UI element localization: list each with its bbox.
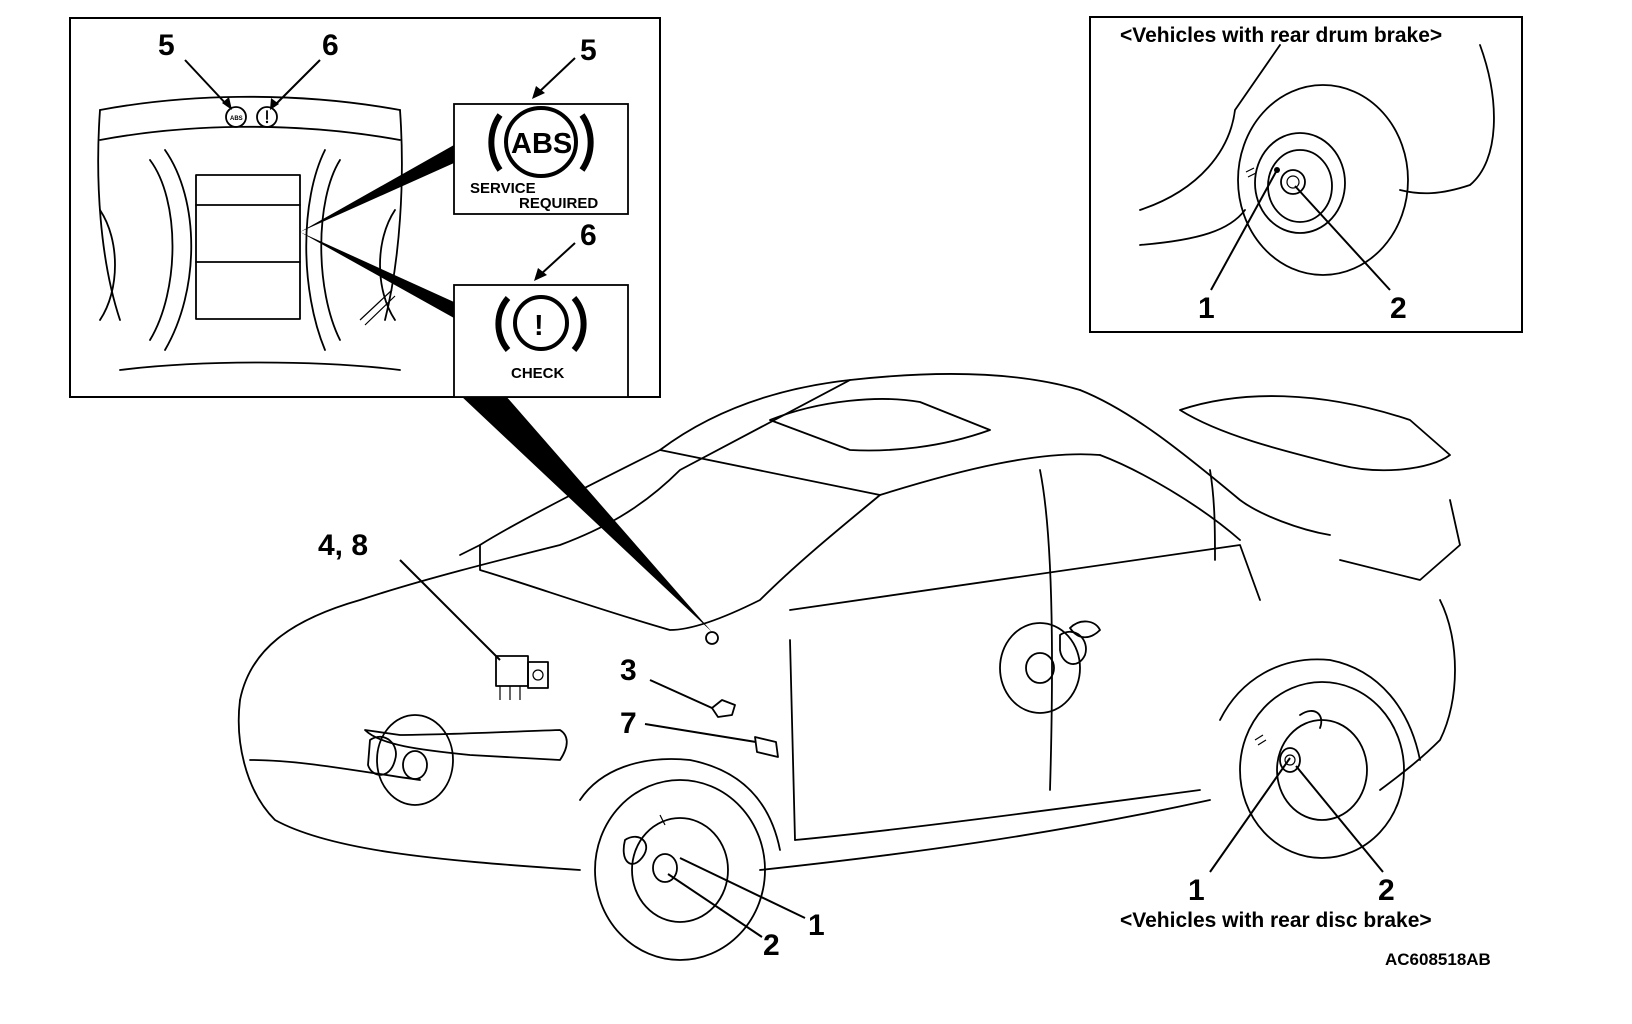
leader-lines bbox=[399, 559, 1384, 938]
rear-wheel-disc bbox=[1239, 681, 1405, 859]
front-brake-assembly bbox=[367, 714, 454, 806]
caption-disc-brake: <Vehicles with rear disc brake> bbox=[1120, 909, 1432, 932]
callout-cluster-abs: 5 bbox=[158, 29, 175, 62]
abs-symbol: ABS bbox=[511, 128, 572, 160]
brake-symbol: ! bbox=[534, 310, 544, 342]
callout-abs-lamp: 5 bbox=[580, 34, 597, 67]
callout-front-rotor: 2 bbox=[763, 929, 780, 962]
brake-warning-lamp: ! CHECK 6 bbox=[453, 219, 629, 398]
callout-disc-rotor: 2 bbox=[1378, 874, 1395, 907]
callout-connector: 7 bbox=[620, 707, 637, 740]
callout-front-sensor: 1 bbox=[808, 909, 825, 942]
callout-wedge-dash bbox=[460, 395, 712, 632]
callout-abs-unit: 4, 8 bbox=[318, 529, 368, 562]
callout-disc-sensor: 1 bbox=[1188, 874, 1205, 907]
callout-cluster-brake: 6 bbox=[322, 29, 339, 62]
abs-caption-line1: SERVICE bbox=[470, 180, 536, 197]
callout-drum-sensor: 1 bbox=[1198, 292, 1215, 325]
drum-brake-inset: <Vehicles with rear drum brake> 1 2 bbox=[1089, 16, 1523, 333]
brake-caption: CHECK bbox=[511, 365, 565, 382]
cluster-abs-mini: ABS bbox=[230, 116, 243, 122]
rear-brake-middle bbox=[999, 622, 1087, 714]
figure-code: AC608518AB bbox=[1385, 950, 1491, 969]
g-sensor bbox=[711, 699, 736, 718]
car-body bbox=[237, 373, 1461, 871]
callout-brake-lamp: 6 bbox=[580, 219, 597, 252]
abs-caption-line2: REQUIRED bbox=[519, 195, 598, 212]
front-wheel bbox=[594, 779, 766, 961]
abs-hydraulic-unit bbox=[495, 655, 549, 700]
abs-warning-lamp: ABS SERVICE REQUIRED 5 bbox=[453, 34, 629, 215]
warning-lamp-point bbox=[705, 631, 719, 645]
callout-drum-rotor: 2 bbox=[1390, 292, 1407, 325]
diagnosis-connector bbox=[754, 736, 779, 758]
caption-drum-brake: <Vehicles with rear drum brake> bbox=[1120, 24, 1442, 47]
callout-sensor: 3 bbox=[620, 654, 637, 687]
